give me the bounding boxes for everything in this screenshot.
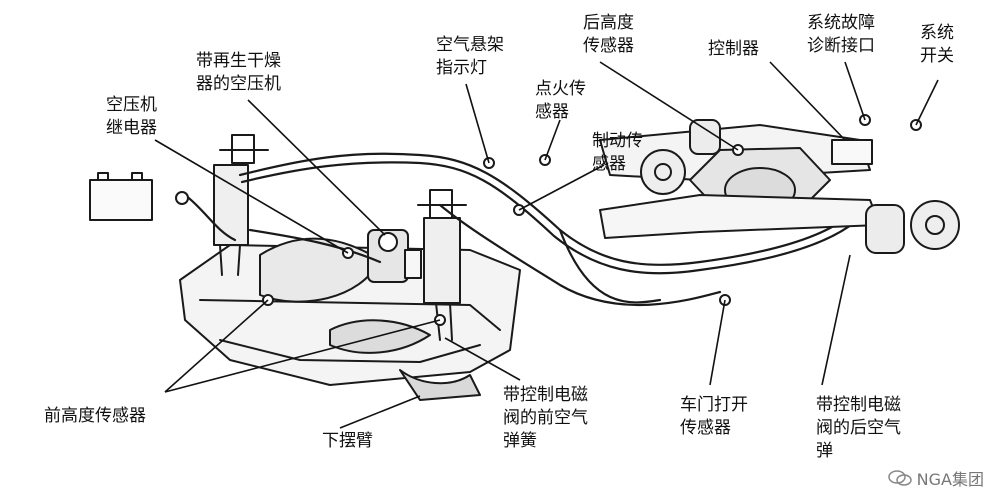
lower-control-arm-part [399, 369, 481, 401]
label-line: 阀的后空气 [816, 418, 901, 438]
wechat-icon [887, 470, 912, 486]
label-front-air-spring: 带控制电磁 阀的前空气 弹簧 [503, 384, 588, 453]
label-line: 带再生干燥 [196, 51, 281, 71]
label-compressor-relay: 空压机 继电器 [106, 94, 157, 140]
label-line: 弹簧 [503, 431, 537, 451]
label-line: 器的空压机 [196, 74, 281, 94]
rear-left-air-spring [689, 119, 721, 155]
label-lower-control-arm: 下摆臂 [322, 430, 373, 453]
label-line: 空气悬架 [436, 35, 504, 55]
label-front-height-sensor: 前高度传感器 [44, 405, 146, 428]
rear-left-hub [640, 149, 686, 195]
label-line: 空压机 [106, 95, 157, 115]
label-line: 控制器 [708, 39, 759, 59]
label-system-switch: 系统 开关 [920, 22, 954, 68]
wiring-harness [183, 152, 857, 307]
label-line: 带控制电磁 [503, 385, 588, 405]
watermark-text: NGA集团 [916, 470, 984, 489]
label-compressor-with-dryer: 带再生干燥 器的空压机 [196, 50, 281, 96]
label-line: 前高度传感器 [44, 406, 146, 426]
rear-right-hub [910, 200, 960, 250]
label-line: 传感器 [583, 36, 634, 56]
label-air-suspension-indicator: 空气悬架 指示灯 [436, 34, 504, 80]
label-line: 感器 [535, 102, 569, 122]
rear-axle-assembly [599, 124, 881, 239]
label-controller: 控制器 [708, 38, 759, 61]
label-line: 制动传 [592, 131, 643, 151]
rear-right-air-spring [865, 204, 905, 254]
label-ignition-sensor: 点火传 感器 [535, 78, 586, 124]
label-line: 开关 [920, 46, 954, 66]
label-line: 下摆臂 [322, 431, 373, 451]
label-brake-sensor: 制动传 感器 [592, 130, 643, 176]
controller-box [831, 139, 873, 165]
label-line: 带控制电磁 [816, 395, 901, 415]
label-line: 系统 [920, 23, 954, 43]
label-line: 诊断接口 [807, 36, 875, 56]
label-door-open-sensor: 车门打开 传感器 [680, 394, 748, 440]
label-line: 阀的前空气 [503, 408, 588, 428]
leader-lines [154, 61, 939, 429]
battery [89, 172, 153, 221]
label-line: 感器 [592, 154, 626, 174]
label-line: 点火传 [535, 79, 586, 99]
label-line: 后高度 [583, 13, 634, 33]
label-line: 继电器 [106, 118, 157, 138]
label-line: 传感器 [680, 418, 731, 438]
front-subframe [179, 237, 521, 386]
label-rear-air-spring: 带控制电磁 阀的后空气 弹 [816, 394, 901, 463]
compressor-unit [367, 229, 422, 283]
label-line: 指示灯 [436, 58, 487, 78]
watermark: NGA集团 [887, 466, 984, 490]
label-line: 弹 [816, 441, 833, 461]
label-line: 系统故障 [807, 13, 875, 33]
label-diagnostic-port: 系统故障 诊断接口 [807, 12, 875, 58]
label-line: 车门打开 [680, 395, 748, 415]
label-rear-height-sensor: 后高度 传感器 [583, 12, 634, 58]
